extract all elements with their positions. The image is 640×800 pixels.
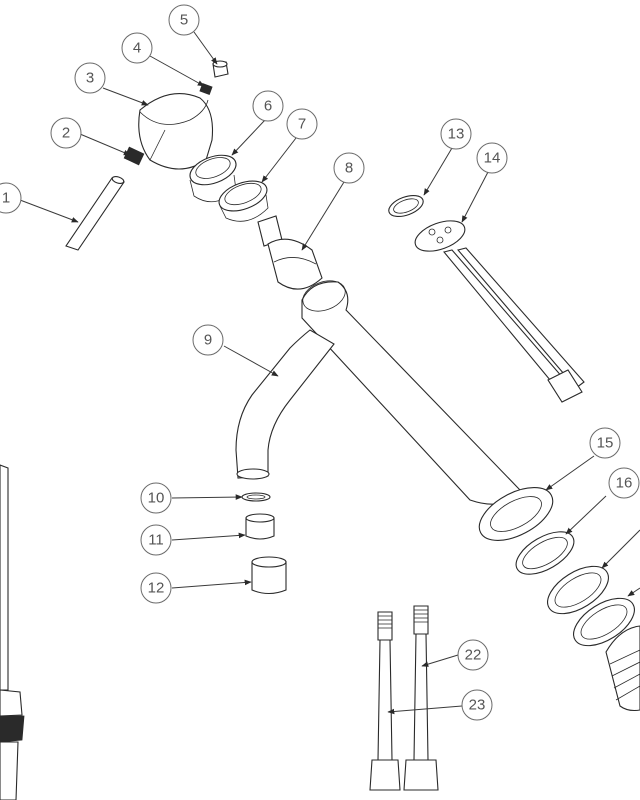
part-14-mixer-tube	[414, 220, 585, 403]
callout-15-label: 15	[597, 435, 614, 452]
part-16-washer	[515, 531, 575, 575]
callout-7: 7	[286, 108, 318, 140]
part-10-washer	[241, 492, 271, 502]
callout-8: 8	[333, 152, 365, 184]
callout-9: 9	[192, 324, 224, 356]
callout-23-label: 23	[469, 697, 486, 714]
callout-6-label: 6	[264, 98, 272, 115]
part-8-cartridge	[257, 215, 323, 290]
callout-13-label: 13	[448, 126, 465, 143]
callout-14: 14	[476, 142, 508, 174]
callout-4-label: 4	[133, 40, 141, 57]
flexible-hoses	[369, 605, 439, 791]
part-5-cap	[212, 60, 229, 78]
callout-16: 16	[608, 467, 640, 499]
callout-22-label: 22	[465, 647, 482, 664]
callout-1-label: 1	[2, 190, 10, 207]
callout-10-label: 10	[148, 490, 165, 507]
part-9-spout-body	[235, 280, 521, 505]
callout-12: 12	[140, 572, 172, 604]
callout-1: 1	[0, 182, 22, 214]
callout-5-label: 5	[180, 12, 188, 29]
part-2-grub-screw	[123, 146, 145, 166]
callout-3-label: 3	[86, 70, 94, 87]
left-edge-column	[0, 464, 25, 800]
right-edge-rings-and-shank	[547, 565, 640, 712]
part-7-threaded-nut	[218, 180, 269, 222]
part-15-gasket	[478, 487, 554, 541]
callout-7-label: 7	[298, 116, 306, 133]
part-3-lever-handle	[138, 93, 214, 170]
part-12-aerator-housing	[251, 556, 287, 595]
part-13-o-ring	[388, 194, 424, 218]
callout-3: 3	[74, 62, 106, 94]
callout-14-label: 14	[484, 150, 501, 167]
callout-9-label: 9	[204, 332, 212, 349]
part-11-aerator-sleeve	[245, 513, 275, 540]
callout-2: 2	[50, 117, 82, 149]
callout-15: 15	[589, 427, 621, 459]
leader-lines	[19, 31, 640, 715]
callout-4: 4	[121, 32, 153, 64]
callout-8-label: 8	[345, 160, 353, 177]
callout-2-label: 2	[62, 125, 70, 142]
callout-12-label: 12	[148, 580, 165, 597]
callout-16-label: 16	[616, 475, 633, 492]
part-6-ring	[189, 154, 237, 203]
callout-6: 6	[252, 90, 284, 122]
callout-23: 23	[461, 689, 493, 721]
callout-5: 5	[168, 4, 200, 36]
callout-13: 13	[440, 118, 472, 150]
callout-22: 22	[457, 639, 489, 671]
callout-11: 11	[140, 524, 172, 556]
callout-11-label: 11	[148, 532, 164, 549]
part-1-pin	[65, 176, 125, 251]
callout-10: 10	[140, 482, 172, 514]
